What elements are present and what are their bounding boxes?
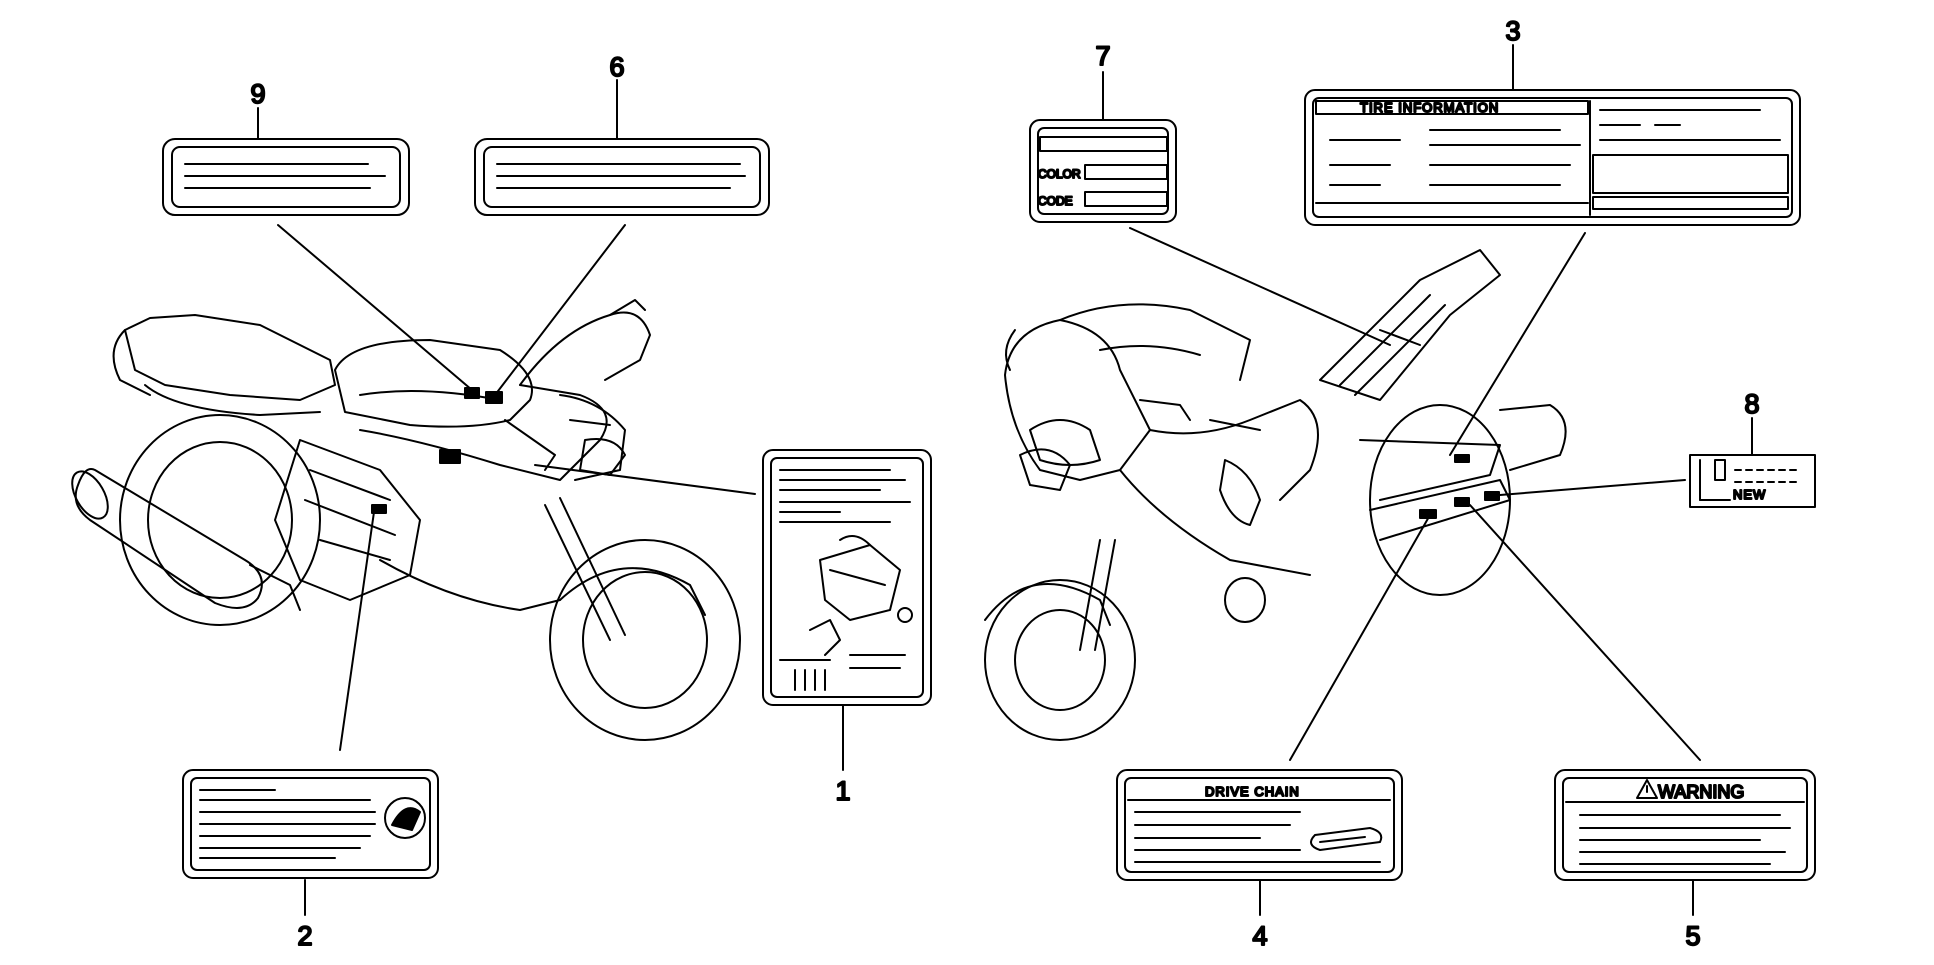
callout-9: 9 <box>250 79 265 109</box>
leader-line-7-part <box>1129 227 1391 346</box>
label-6-caution-plate <box>474 138 770 216</box>
callout-5: 5 <box>1685 921 1700 951</box>
leader-line-9-part <box>277 224 473 391</box>
leader-line-4 <box>1289 514 1431 761</box>
motorcycle-right-view <box>984 249 1567 741</box>
new-label: NEW <box>1733 487 1766 502</box>
leader-line-2 <box>339 504 376 751</box>
leader-line-8-part <box>1499 479 1686 496</box>
leader-line-3-part <box>1449 232 1586 456</box>
callout-2: 2 <box>297 921 312 951</box>
callout-4: 4 <box>1252 921 1267 951</box>
leader-line-5 <box>1469 504 1701 761</box>
label-5-warning-plate: WARNING <box>1554 769 1816 881</box>
callout-1: 1 <box>835 776 850 806</box>
warning-triangle-icon <box>1636 779 1658 799</box>
tire-information-title: TIRE INFORMATION <box>1360 100 1499 115</box>
callout-7: 7 <box>1095 41 1110 71</box>
color-label: COLOR <box>1038 167 1081 181</box>
wing-logo-icon <box>384 797 426 839</box>
leader-line-1 <box>534 464 756 495</box>
chain-tool-icon <box>1310 827 1383 851</box>
label-2-frame-plate <box>182 769 439 879</box>
label-4-drive-chain-plate: DRIVE CHAIN <box>1116 769 1403 881</box>
drive-chain-title: DRIVE CHAIN <box>1205 784 1300 799</box>
callout-3: 3 <box>1505 16 1520 46</box>
label-8-new-plate: NEW <box>1689 454 1816 508</box>
label-3-tire-information-plate: TIRE INFORMATION <box>1304 89 1801 226</box>
callout-6: 6 <box>609 52 624 82</box>
code-label: CODE <box>1038 194 1073 208</box>
label-9-caution-plate <box>162 138 410 216</box>
callout-8: 8 <box>1744 389 1759 419</box>
label-1-emission-plate <box>762 449 932 706</box>
motorcycle-left-view <box>71 299 741 741</box>
warning-title: WARNING <box>1658 782 1744 802</box>
leader-line-6-part <box>494 224 626 396</box>
label-7-color-code-plate: COLOR CODE <box>1029 119 1177 223</box>
